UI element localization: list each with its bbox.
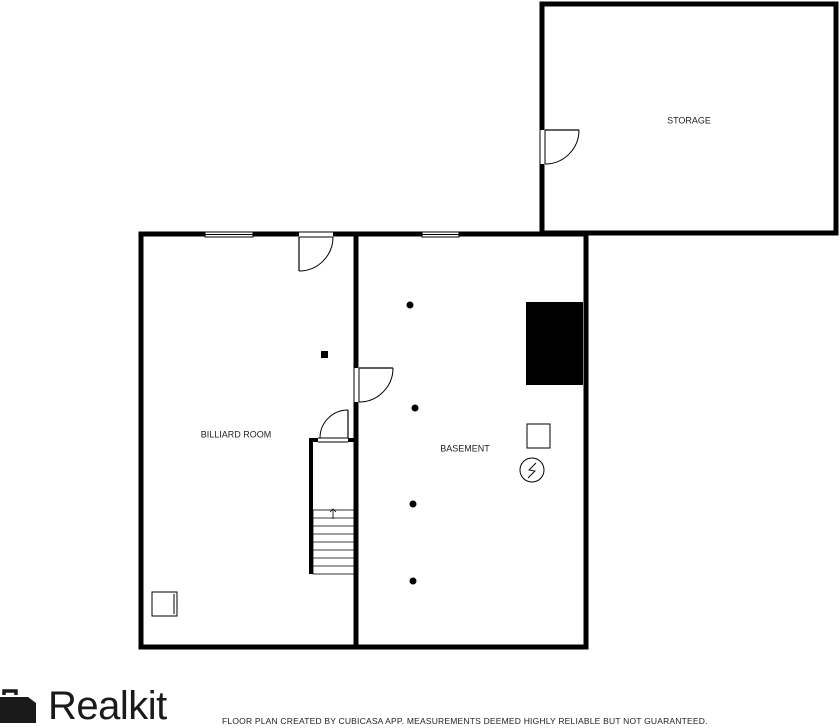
billiard-top-door-gap — [299, 231, 333, 238]
briefcase-icon — [0, 689, 36, 723]
column-dot — [409, 577, 417, 585]
main-outline — [138, 231, 589, 650]
basement-window — [421, 231, 460, 238]
stair-door-gap — [318, 437, 348, 443]
stair-door[interactable] — [318, 409, 349, 443]
room-label-storage: STORAGE — [667, 115, 711, 125]
billiard-window — [204, 231, 254, 238]
connecting-door[interactable] — [353, 367, 394, 403]
storage-outline — [539, 1, 839, 236]
up-arrow-icon — [329, 508, 337, 519]
stair-treads — [312, 509, 355, 575]
column-square — [321, 351, 328, 358]
column-dot — [409, 500, 417, 508]
lightning-bolt-icon — [519, 457, 545, 483]
room-label-basement: BASEMENT — [440, 443, 490, 453]
stair-enclosure — [309, 438, 356, 574]
storage-door-swing — [544, 129, 580, 165]
room-label-billiard: BILLIARD ROOM — [201, 429, 272, 439]
storage-walls — [539, 1, 839, 236]
brand-name: Realkit — [48, 684, 167, 728]
main-walls — [138, 231, 589, 650]
basement-columns — [406, 301, 419, 585]
storage-door-gap — [539, 130, 546, 164]
brand-logo[interactable]: Realkit — [0, 686, 167, 726]
column-dot — [411, 404, 419, 412]
storage-door[interactable] — [539, 129, 580, 165]
billiard-fixture — [151, 591, 178, 617]
billiard-top-door[interactable] — [298, 231, 334, 272]
disclaimer-text: FLOOR PLAN CREATED BY CUBICASA APP. MEAS… — [222, 716, 708, 726]
connecting-door-gap — [353, 368, 360, 402]
water-heater — [526, 423, 551, 449]
chimney-block — [526, 302, 583, 385]
column-dot — [406, 301, 414, 309]
